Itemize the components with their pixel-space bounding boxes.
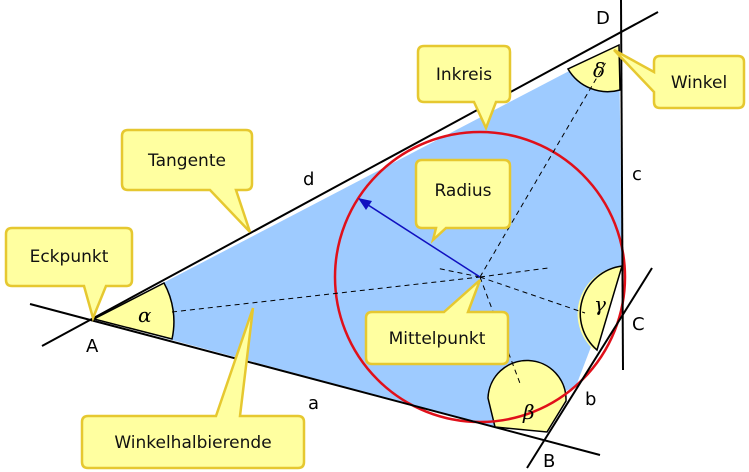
callout-radius: Radius — [414, 158, 512, 244]
vertex-label-c: C — [632, 314, 645, 335]
vertex-label-b: B — [543, 451, 555, 472]
side-label-c: c — [632, 164, 642, 185]
angle-gamma-arc — [579, 265, 624, 352]
callout-eckpunkt-label: Eckpunkt — [30, 247, 109, 267]
callout-radius-label: Radius — [434, 181, 491, 201]
callout-inkreis-label: Inkreis — [436, 65, 492, 85]
angle-beta-sector — [487, 359, 567, 433]
callout-mittelpunkt-label: Mittelpunkt — [389, 329, 486, 349]
callout-inkreis: Inkreis — [416, 44, 512, 132]
callout-winkel-label: Winkel — [671, 73, 727, 93]
side-label-a: a — [308, 393, 319, 414]
callout-tangente-label: Tangente — [147, 151, 226, 171]
side-label-d: d — [303, 169, 314, 190]
side-d-line — [41, 11, 659, 347]
side-c-line — [620, 0, 624, 371]
callout-winkel: Winkel — [613, 48, 746, 110]
callout-winkelhalbierende-label: Winkelhalbierende — [114, 433, 271, 453]
incircle — [333, 130, 627, 424]
vertex-label-a: A — [86, 336, 99, 357]
angle-alpha-sector — [91, 281, 175, 340]
quadrilateral-sides — [29, 0, 659, 469]
callout-eckpunkt: Eckpunkt — [4, 226, 134, 322]
angle-label-delta: δ — [593, 58, 605, 82]
callout-tangente: Tangente — [120, 128, 254, 233]
vertex-label-d: D — [596, 8, 610, 29]
callout-mittelpunkt: Mittelpunkt — [364, 279, 510, 366]
angle-label-beta: β — [522, 400, 535, 424]
angle-label-gamma: γ — [594, 292, 606, 316]
side-a-line — [29, 303, 601, 456]
side-label-b: b — [585, 389, 596, 410]
radius-arrow — [358, 198, 481, 278]
angle-label-alpha: α — [138, 303, 152, 327]
side-b-line — [526, 267, 653, 469]
callout-winkelhalbierende: Winkelhalbierende — [80, 307, 306, 470]
